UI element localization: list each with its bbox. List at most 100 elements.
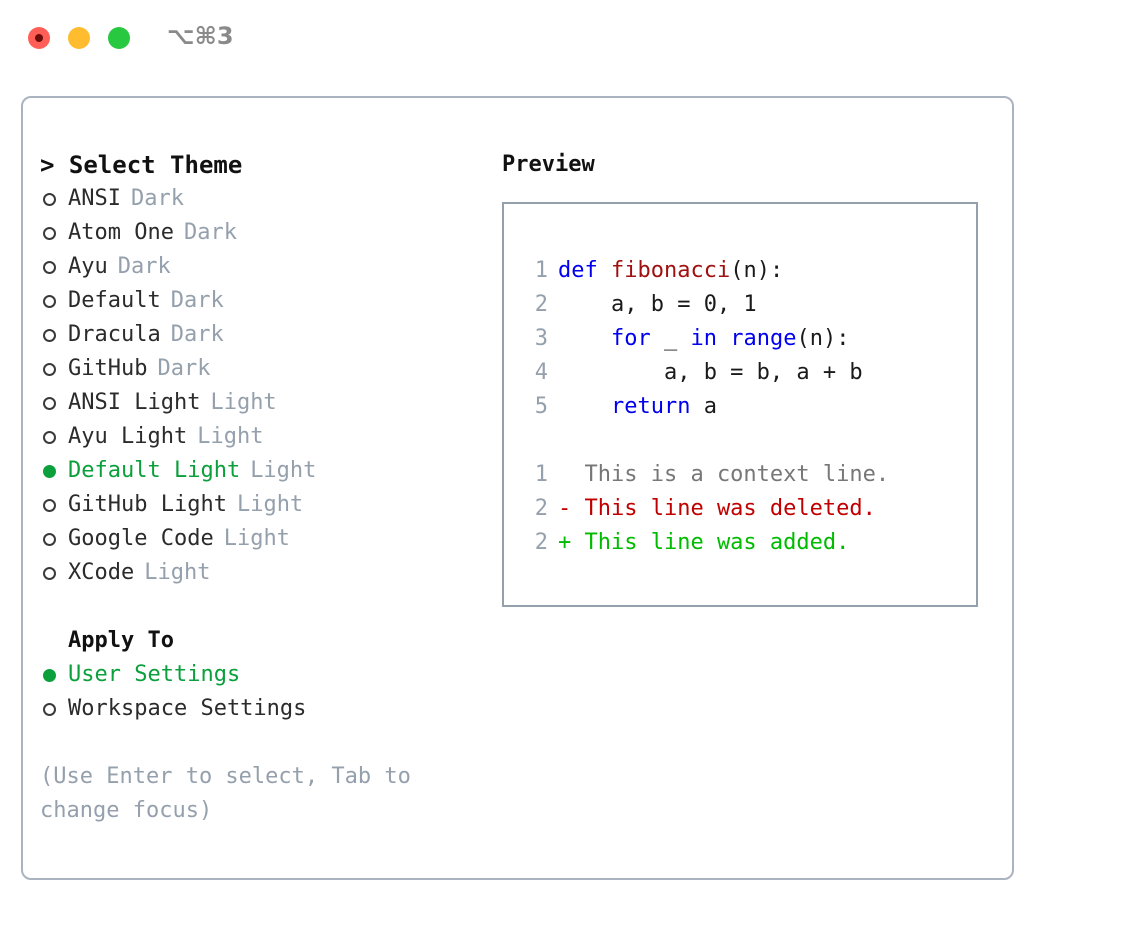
- radio-dot: [43, 294, 56, 308]
- theme-option-tag: Light: [144, 560, 211, 585]
- diff-line-number: 2: [534, 496, 548, 521]
- diff-line: 2 + This line was added.: [522, 526, 976, 560]
- theme-option-tag: Dark: [183, 220, 237, 245]
- code-line: 4 a, b = b, a + b: [522, 356, 976, 390]
- radio-dot: [43, 668, 56, 682]
- theme-option-label: Default Light: [68, 458, 241, 483]
- code-line: 5 return a: [522, 390, 976, 424]
- radio-dot: [43, 328, 56, 342]
- code-token: for: [610, 326, 651, 351]
- radio-unselected-icon: [40, 362, 68, 376]
- theme-option-tag: Light: [210, 390, 277, 415]
- radio-unselected-icon: [40, 430, 68, 444]
- minimize-button[interactable]: [68, 27, 90, 49]
- select-theme-heading: > Select Theme: [40, 151, 243, 179]
- code-line-text: a, b = b, a + b: [558, 356, 863, 390]
- radio-dot: [43, 532, 56, 546]
- code-line: 1 def fibonacci(n):: [522, 254, 976, 288]
- diff-line: 2 - This line was deleted.: [522, 492, 976, 526]
- radio-dot: [43, 702, 56, 716]
- radio-dot: [43, 260, 56, 274]
- theme-option-label: GitHub Light: [68, 492, 227, 517]
- radio-dot: [43, 192, 56, 206]
- theme-option-tag: Dark: [170, 322, 224, 347]
- radio-dot: [43, 396, 56, 410]
- apply-to-option-user-settings[interactable]: User Settings: [40, 658, 480, 692]
- diff-sample: 1 This is a context line. 2 - This line wa…: [522, 458, 976, 560]
- theme-option-google-code[interactable]: Google Code Light: [40, 522, 480, 556]
- code-token: _: [650, 326, 691, 351]
- keyboard-hint-text: (Use Enter to select, Tab to change focu…: [40, 764, 411, 823]
- theme-option-xcode[interactable]: XCode Light: [40, 556, 480, 590]
- radio-dot: [43, 226, 56, 240]
- radio-unselected-icon: [40, 566, 68, 580]
- apply-to-option-workspace-settings[interactable]: Workspace Settings: [40, 692, 480, 726]
- theme-option-label: ANSI Light: [68, 390, 201, 415]
- theme-option-default-light[interactable]: Default Light Light: [40, 454, 480, 488]
- theme-option-tag: Light: [250, 458, 317, 483]
- radio-unselected-icon: [40, 328, 68, 342]
- radio-unselected-icon: [40, 260, 68, 274]
- apply-to-option-label: Workspace Settings: [68, 696, 307, 721]
- theme-option-tag: Dark: [157, 356, 211, 381]
- radio-unselected-icon: [40, 532, 68, 546]
- code-token: [717, 326, 730, 351]
- theme-option-label: ANSI: [68, 186, 121, 211]
- traffic-lights: [28, 27, 130, 49]
- code-token: a: [690, 394, 717, 419]
- radio-selected-icon: [40, 668, 68, 682]
- apply-to-heading: Apply To: [68, 628, 174, 653]
- theme-option-tag: Light: [223, 526, 290, 551]
- theme-option-tag: Dark: [170, 288, 224, 313]
- diff-line-number: 1: [534, 462, 548, 487]
- theme-option-default[interactable]: Default Dark: [40, 284, 480, 318]
- code-token: (n):: [796, 326, 850, 351]
- radio-unselected-icon: [40, 226, 68, 240]
- theme-option-ansi-light[interactable]: ANSI Light Light: [40, 386, 480, 420]
- code-token: range: [730, 326, 797, 351]
- list-spacer: [40, 590, 480, 624]
- maximize-button[interactable]: [108, 27, 130, 49]
- window-title-bar: ⌥⌘3: [0, 0, 1140, 76]
- radio-selected-icon: [40, 464, 68, 478]
- hint-spacer: [40, 726, 480, 760]
- code-line-text: def fibonacci(n):: [558, 254, 783, 288]
- theme-option-tag: Dark: [117, 254, 171, 279]
- theme-option-label: XCode: [68, 560, 135, 585]
- diff-line-text: + This line was added.: [558, 530, 850, 555]
- code-line-number: 2: [534, 292, 548, 317]
- theme-option-label: Ayu Light: [68, 424, 188, 449]
- code-token: (n):: [730, 258, 784, 283]
- radio-unselected-icon: [40, 192, 68, 206]
- code-token: def: [558, 258, 611, 283]
- diff-line: 1 This is a context line.: [522, 458, 976, 492]
- code-token: a, b = 0, 1: [558, 292, 757, 317]
- code-line-number: 1: [534, 258, 548, 283]
- radio-dot: [43, 498, 56, 512]
- theme-option-label: Google Code: [68, 526, 214, 551]
- close-button[interactable]: [28, 27, 50, 49]
- theme-option-label: Atom One: [68, 220, 174, 245]
- diff-line-number: 2: [534, 530, 548, 555]
- diff-line-text: - This line was deleted.: [558, 496, 876, 521]
- code-token: fibonacci: [610, 258, 731, 283]
- code-line-number: 4: [534, 360, 548, 385]
- theme-option-atom-one[interactable]: Atom One Dark: [40, 216, 480, 250]
- radio-dot: [43, 464, 56, 478]
- code-token: [558, 394, 611, 419]
- preview-heading: Preview: [502, 152, 595, 177]
- radio-dot: [43, 362, 56, 376]
- radio-unselected-icon: [40, 396, 68, 410]
- theme-option-label: Default: [68, 288, 161, 313]
